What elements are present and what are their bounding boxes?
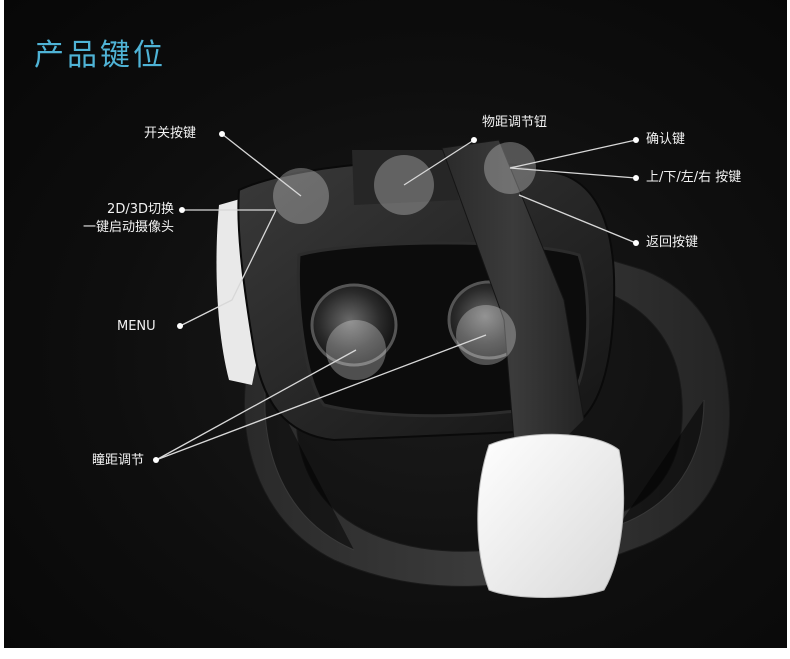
left-lens bbox=[310, 283, 398, 367]
headband-strap bbox=[243, 257, 731, 587]
back-pad bbox=[477, 433, 625, 598]
label-2d3d-switch: 2D/3D切换 bbox=[107, 202, 174, 217]
vr-headset-illustration bbox=[153, 131, 731, 598]
label-ipd-adjust: 瞳距调节 bbox=[92, 453, 145, 468]
label-one-key-camera: 一键启动摄像头 bbox=[82, 220, 174, 235]
label-object-distance-knob: 物距调节钮 bbox=[482, 115, 548, 130]
label-menu: MENU bbox=[117, 319, 156, 334]
label-back-key: 返回按键 bbox=[646, 235, 699, 250]
page-title: 产品键位 bbox=[34, 38, 166, 73]
label-power-key: 开关按键 bbox=[144, 126, 197, 141]
label-confirm-key: 确认键 bbox=[646, 132, 686, 147]
product-image-canvas: 产品键位 bbox=[4, 0, 787, 648]
label-direction-keys: 上/下/左/右 按键 bbox=[646, 170, 742, 185]
